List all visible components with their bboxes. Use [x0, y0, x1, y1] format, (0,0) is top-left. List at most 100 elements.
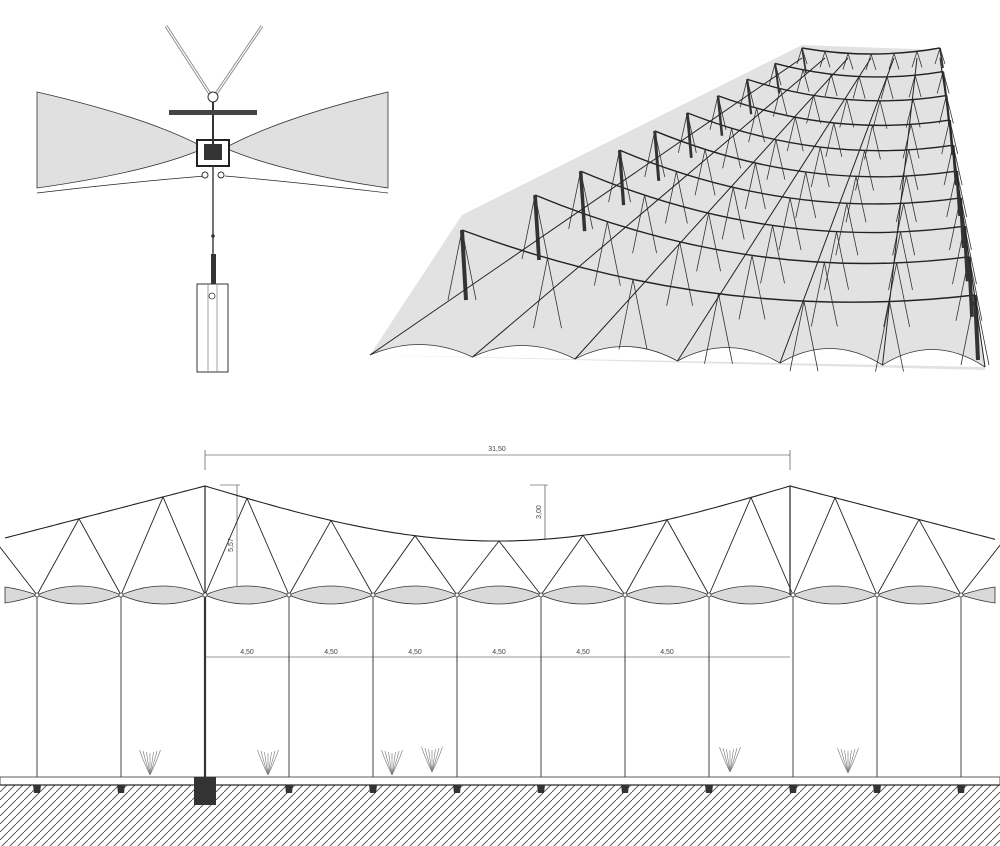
cone-cable	[942, 71, 950, 94]
cone-cable	[952, 145, 963, 186]
cone-cable	[618, 279, 634, 350]
cone-cable	[858, 76, 866, 99]
node	[874, 592, 880, 598]
cone-cable	[766, 139, 777, 180]
cone-cable	[893, 53, 900, 70]
plant-stem	[837, 747, 849, 774]
cone-cable	[744, 162, 756, 210]
plant-stem	[257, 749, 269, 776]
cone-cable	[872, 125, 881, 160]
cone-cable	[694, 149, 706, 196]
cone-cable	[779, 88, 788, 117]
plant-stem	[729, 747, 738, 773]
cone-cable	[806, 95, 814, 124]
valley-cable	[369, 57, 803, 356]
cone-cable	[768, 63, 776, 86]
membrane-lens	[707, 585, 795, 605]
plant-stem	[391, 750, 400, 776]
plant-sketch	[381, 749, 403, 776]
cone-cable	[949, 119, 959, 155]
cone-cable	[665, 171, 677, 224]
overall-span-label: 31,50	[488, 446, 506, 453]
cone-cable	[805, 171, 817, 219]
node	[622, 592, 628, 598]
brace-cable	[204, 498, 248, 596]
plant-stem	[142, 750, 151, 776]
plant-stem	[149, 750, 158, 776]
cone-cable	[886, 76, 894, 99]
plant-stem	[260, 750, 269, 776]
cone-cable	[696, 213, 709, 272]
brace-cable	[708, 497, 752, 596]
cone-cable	[748, 108, 757, 143]
cone-cable	[606, 221, 621, 286]
cone-cable	[905, 175, 917, 223]
cone-cable	[756, 108, 765, 143]
cone-cable	[802, 69, 810, 92]
cone-cable	[810, 146, 821, 188]
cone-cable	[941, 119, 951, 155]
cone-cable	[855, 150, 865, 191]
cone-cable	[721, 187, 734, 240]
cone-cable	[778, 197, 791, 251]
plant-stem	[388, 751, 393, 776]
cone-cable	[855, 176, 867, 223]
plant-stem	[722, 747, 731, 773]
perspective-mast	[716, 95, 724, 136]
node	[286, 592, 292, 598]
cone-cable	[902, 124, 912, 159]
plant-stem	[149, 751, 154, 776]
cone-cable	[903, 203, 916, 256]
cone-cable	[738, 255, 753, 320]
rise-dimension: 3,00	[530, 484, 548, 540]
bay-label: 4,50	[408, 649, 422, 656]
cone-cable	[875, 301, 890, 372]
plant-stem	[381, 749, 393, 776]
plant-stem	[729, 746, 741, 773]
cone-cable	[593, 221, 608, 286]
perspective-mast	[942, 71, 948, 97]
cone-cable	[825, 122, 835, 158]
cone-cable	[795, 171, 807, 219]
valley-cable	[779, 57, 895, 364]
perspective-view	[369, 45, 990, 372]
cone-cable	[632, 279, 648, 350]
brace-cable	[36, 518, 80, 596]
cone-cable	[911, 51, 918, 68]
cone-cable	[835, 203, 848, 256]
cone-cable	[534, 194, 549, 260]
bay-label: 4,50	[576, 649, 590, 656]
cone-cable	[676, 171, 688, 224]
cone-cable	[718, 293, 733, 364]
cone-cable	[914, 75, 922, 98]
perspective-mast	[460, 229, 468, 301]
cone-cable	[833, 122, 843, 158]
cone-cable	[751, 255, 766, 320]
perspective-mast	[967, 256, 974, 317]
perspective-mast	[939, 47, 944, 69]
plant-stem	[139, 749, 151, 776]
node	[790, 592, 796, 598]
cone-cable	[722, 128, 733, 169]
footing	[117, 785, 125, 793]
membrane-panel-right	[224, 91, 389, 189]
cone-cable	[880, 76, 888, 99]
cone-cable	[900, 231, 913, 290]
plant-stem	[391, 749, 403, 776]
plant-stem	[847, 748, 856, 774]
cone-cable	[845, 176, 857, 223]
cone-cable	[819, 146, 830, 188]
cone-cable	[789, 301, 805, 372]
footing	[957, 785, 965, 793]
cone-cable	[872, 100, 881, 129]
cone-cable	[974, 294, 990, 366]
membrane-lens	[959, 586, 996, 604]
edge-cable-left	[36, 175, 206, 194]
main-footing	[194, 777, 216, 805]
cone-cable	[772, 225, 785, 284]
cone-cable	[889, 301, 904, 372]
perspective-mast	[958, 197, 966, 249]
membrane-panel-left	[36, 91, 206, 189]
plant-stem	[267, 751, 272, 776]
membrane-surface	[370, 45, 985, 370]
